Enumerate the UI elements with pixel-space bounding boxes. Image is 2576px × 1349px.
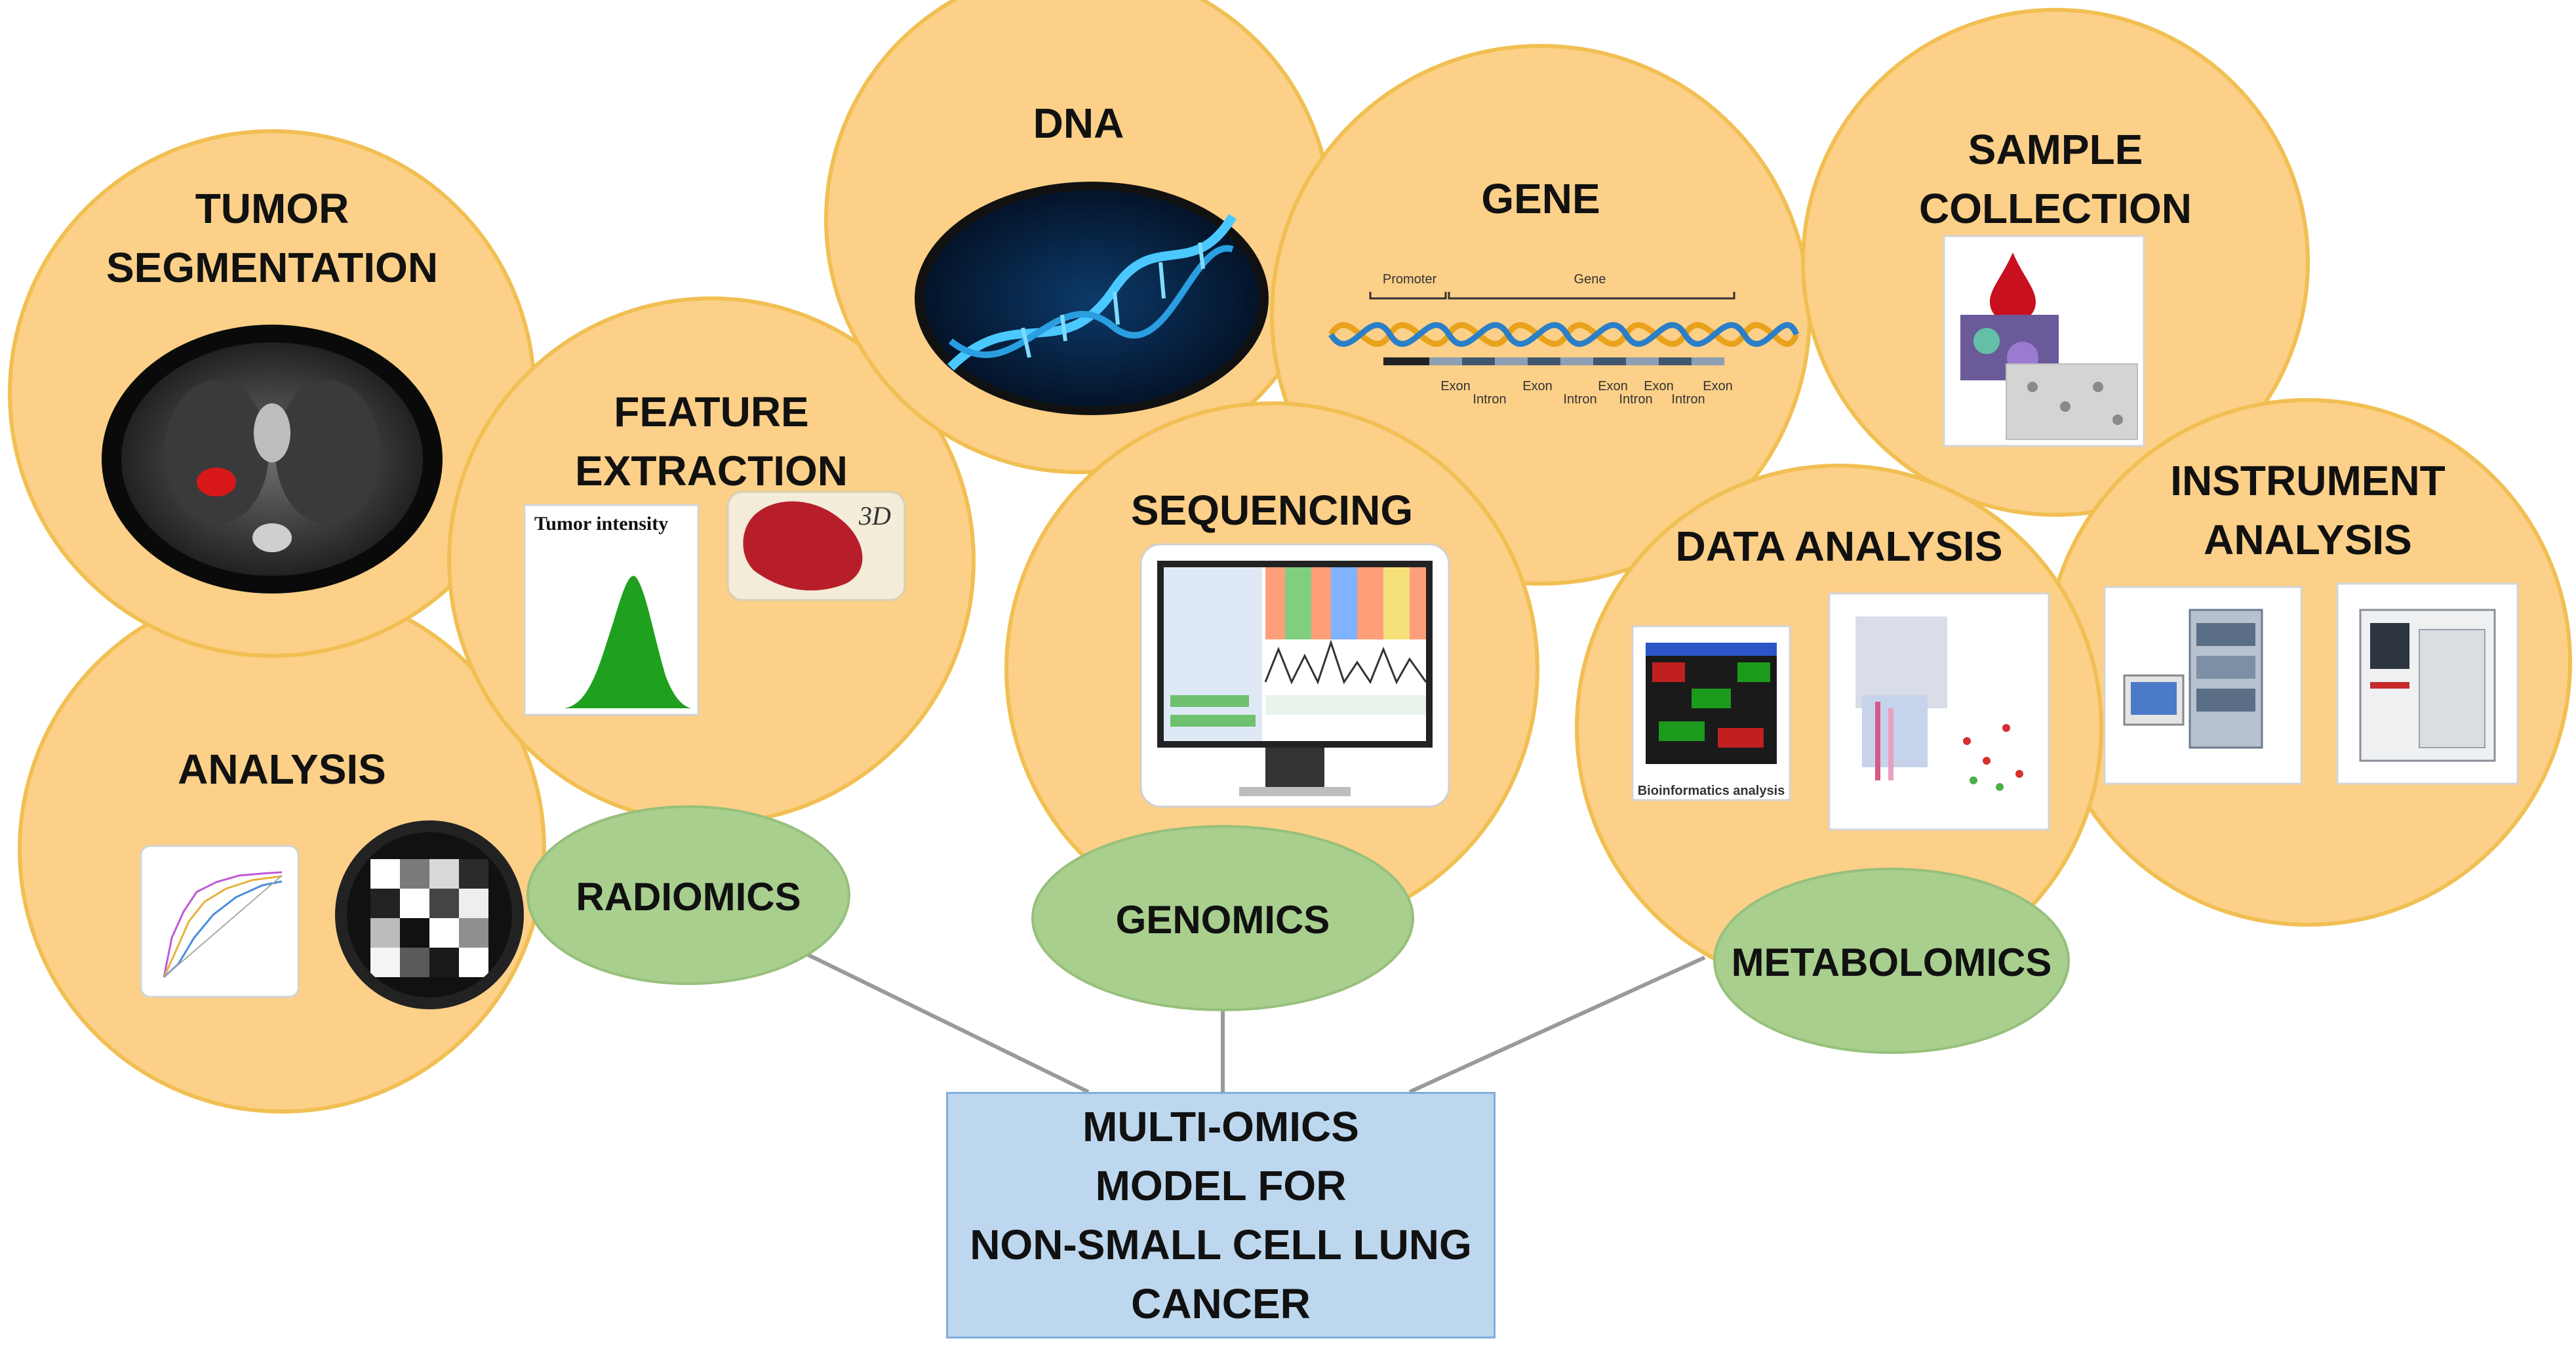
bubble-sample-collection: SAMPLE COLLECTION	[1801, 8, 2310, 517]
exon-label-5: Exon	[1703, 379, 1733, 393]
heatmap-image: Bioinformatics analysis	[1631, 625, 1791, 801]
intron-label-3: Intron	[1619, 392, 1652, 407]
metabolomics-label: METABOLOMICS	[1732, 940, 2052, 984]
histogram-image: Tumor intensity	[523, 504, 700, 716]
radiomics-label: RADIOMICS	[576, 875, 801, 919]
center-line-2: MODEL FOR	[1095, 1162, 1347, 1209]
center-line-4: CANCER	[1131, 1280, 1311, 1327]
connector-metabolomics	[1408, 956, 1706, 1094]
intron-label-1: Intron	[1473, 392, 1506, 407]
center-model-box: MULTI-OMICS MODEL FOR NON-SMALL CELL LUN…	[946, 1092, 1496, 1339]
bubble-analysis-label: ANALYSIS	[178, 746, 386, 793]
bubble-analysis: ANALYSIS	[18, 585, 546, 1114]
texture-matrix-image	[335, 820, 524, 1009]
intron-label-2: Intron	[1563, 392, 1596, 407]
connector-radiomics	[785, 942, 1090, 1094]
bubble-sequencing: SEQUENCING	[1004, 401, 1539, 936]
gc-instrument-image	[2336, 582, 2519, 785]
gene-structure-image: Promoter Gene Exon Intron Exon Intron Ex…	[1328, 272, 1800, 407]
gene-label: GENE	[1481, 175, 1600, 222]
sequencing-label: SEQUENCING	[1131, 487, 1413, 534]
sample-image	[1943, 235, 2145, 447]
instrument-label-line-2: ANALYSIS	[2204, 516, 2412, 563]
instrument-label-line-1: INSTRUMENT	[2170, 457, 2446, 504]
exon-label-1: Exon	[1440, 379, 1471, 393]
scatter-analysis-image	[1828, 592, 2050, 831]
data-analysis-label: DATA ANALYSIS	[1676, 523, 2003, 570]
3d-caption: 3D	[858, 501, 891, 531]
promoter-label: Promoter	[1383, 272, 1437, 287]
dna-label: DNA	[1033, 100, 1124, 147]
center-line-1: MULTI-OMICS	[1082, 1103, 1359, 1150]
sample-label-line-1: SAMPLE	[1968, 126, 2143, 173]
category-genomics: GENOMICS	[1031, 825, 1414, 1011]
intron-label-4: Intron	[1671, 392, 1705, 407]
dna-helix-image	[915, 182, 1269, 415]
tumor-label-line-1: TUMOR	[195, 185, 349, 232]
lc-instrument-image	[2103, 586, 2303, 785]
bubble-data-analysis: DATA ANALYSIS Bioinformatics analysis	[1575, 464, 2103, 992]
feature-label-line-2: EXTRACTION	[575, 447, 848, 494]
tumor-label-line-2: SEGMENTATION	[106, 244, 438, 291]
category-radiomics: RADIOMICS	[526, 805, 850, 985]
bubble-instrument-analysis: INSTRUMENT ANALYSIS	[2044, 398, 2572, 927]
bubble-tumor-segmentation: TUMOR SEGMENTATION	[8, 129, 536, 658]
roc-plot-image	[140, 845, 300, 998]
sample-label-line-2: COLLECTION	[1919, 185, 2192, 232]
genomics-label: GENOMICS	[1116, 898, 1330, 942]
exon-label-3: Exon	[1598, 379, 1628, 393]
bubble-dna: DNA	[824, 0, 1333, 474]
exon-label-2: Exon	[1522, 379, 1553, 393]
blood-drop-icon	[1990, 252, 2036, 321]
gene-region-label: Gene	[1574, 272, 1606, 287]
ct-scan-image	[102, 325, 443, 594]
sequencing-monitor-image	[1139, 543, 1450, 808]
center-line-3: NON-SMALL CELL LUNG	[970, 1221, 1472, 1268]
3d-tumor-image: 3D	[726, 491, 906, 601]
feature-label-line-1: FEATURE	[614, 388, 808, 435]
bioinformatics-caption: Bioinformatics analysis	[1638, 784, 1785, 798]
histogram-caption: Tumor intensity	[534, 513, 668, 534]
category-metabolomics: METABOLOMICS	[1713, 868, 2070, 1054]
exon-label-4: Exon	[1644, 379, 1674, 393]
bubble-feature-extraction: FEATURE EXTRACTION Tumor intensity 3D	[447, 296, 976, 825]
